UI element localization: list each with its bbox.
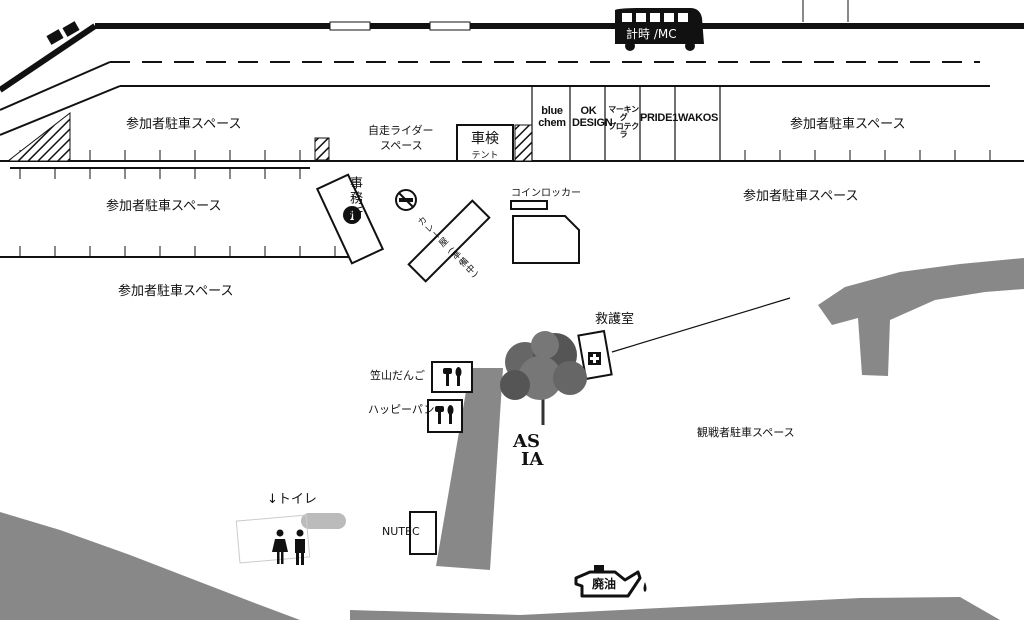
rider-space-label-1: 自走ライダー [368,124,434,137]
toilet-label: ↓トイレ [267,492,317,507]
participant-parking-top-left: 参加者駐車スペース [126,117,242,132]
course-track-bottom-right [350,597,1000,620]
parking-ticks-top [19,150,991,161]
coin-locker-building [512,215,580,264]
info-icon [343,206,361,224]
fork-knife-icon [435,405,454,424]
hatched-zone-tent [514,124,533,162]
parking-ticks-row2 [19,168,301,179]
svg-text:i: i [350,209,355,223]
food-stall-happy-pan [427,399,463,433]
oil-can-icon [574,565,647,598]
food-happy-pan-label: ハッピーパン [368,403,435,416]
toilet-building [235,514,311,564]
bus-icon [615,8,704,51]
spectator-parking-label: 観戦者駐車スペース [697,426,795,439]
food-stall-kasayama [431,361,473,393]
rider-space-label-2: スペース [380,139,423,152]
coin-locker-box [510,200,548,210]
timing-mc-label: 計時 /MC [626,27,677,41]
no-smoking-icon [395,189,417,211]
participant-parking-row2-left: 参加者駐車スペース [106,199,222,214]
coin-locker-label: コインロッカー [511,188,581,199]
main-road-upper [0,23,97,93]
toilet-path [301,513,346,529]
inspection-tent-title: 車検 [471,131,499,147]
medical-icon [588,352,601,365]
tree-icon [500,331,587,425]
booth-marking: マーキング プロテクラ [608,105,639,140]
fork-knife-icon [443,367,462,386]
food-kasayama-label: 笠山だんご [370,369,425,382]
car-icon [46,21,80,45]
booth-wakos: WAKOS [677,112,719,124]
booth-dividers [531,86,721,161]
booth-blue-chem: blue chem [538,105,566,129]
road-marker [329,21,371,31]
toilet-icon [272,529,305,565]
hatched-zone-left [6,111,71,162]
parking-ticks-row3 [19,246,336,257]
course-track-center [436,368,503,570]
booth-pride1: PRIDE1 [640,112,678,124]
inspection-tent-sub: テント [471,151,499,161]
hatched-zone-small [314,137,330,161]
participant-parking-row3-left: 参加者駐車スペース [118,284,234,299]
first-aid-label: 救護室 [595,312,635,327]
office-label: 事務所 [347,176,362,221]
nutec-label: NUTEC [382,525,420,538]
booth-ok-design: OK DESIGN [572,105,613,129]
inspection-tent: 車検 テント [456,124,514,162]
asia-logo-bottom: IA [521,449,544,470]
curry-stand [407,199,491,283]
participant-parking-row2-right: 参加者駐車スペース [743,189,859,204]
road-marker [429,21,471,31]
lane-divider [0,61,111,111]
course-track-bottom-left [0,512,300,620]
asia-logo-top: AS [513,431,540,452]
course-track-right [818,258,1024,376]
participant-parking-top-right: 参加者駐車スペース [790,117,906,132]
first-aid-line [611,297,791,353]
waste-oil-label: 廃油 [592,577,617,591]
road-edge-left [0,85,121,136]
nutec-booth [409,511,437,555]
